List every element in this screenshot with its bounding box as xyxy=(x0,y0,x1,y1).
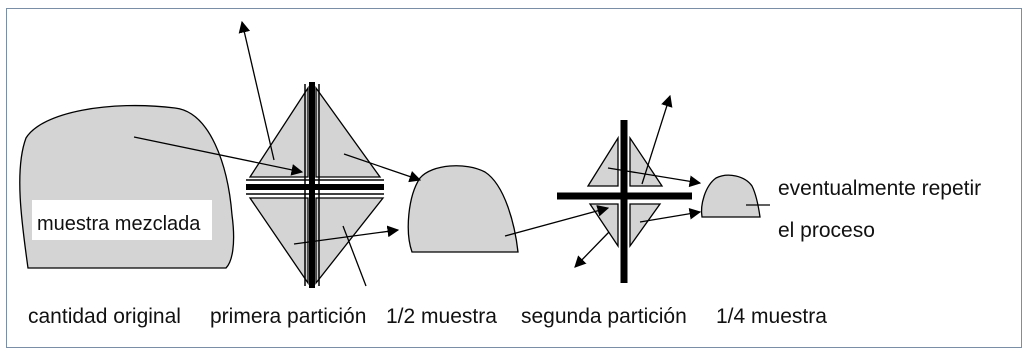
caption-repeat-line1: eventualmente repetir xyxy=(778,177,981,200)
arrow-sample-to-partition xyxy=(133,136,304,176)
mixed-sample-label-box xyxy=(32,200,212,240)
arrow-lower-to-quarter xyxy=(639,207,702,223)
caption-first-partition: primera partición xyxy=(210,305,366,328)
caption-original-amount: cantidad original xyxy=(28,305,181,328)
caption-quarter-sample: 1/4 muestra xyxy=(716,305,827,328)
original-sample-pile xyxy=(19,104,235,269)
first-partition-cross xyxy=(246,82,384,288)
quarter-sample-pile xyxy=(700,174,761,218)
half-sample-pile xyxy=(407,165,519,253)
arrow-lower-quarter xyxy=(293,225,400,245)
arrow-discard-up-1 xyxy=(238,20,275,161)
arrow-discard-down-2 xyxy=(574,231,610,268)
second-partition-cross xyxy=(557,120,692,283)
arrow-second-to-quarter xyxy=(607,167,702,188)
caption-second-partition: segunda partición xyxy=(521,305,687,328)
arrow-partition-to-half xyxy=(343,153,422,183)
caption-half-sample: 1/2 muestra xyxy=(386,305,497,328)
arrow-half-to-second xyxy=(504,205,610,237)
caption-repeat-line2: el proceso xyxy=(778,219,875,242)
flow-arrows xyxy=(133,20,702,287)
mixed-sample-label: muestra mezclada xyxy=(37,213,201,235)
arrow-discard-down-1 xyxy=(342,225,367,287)
diagram-frame xyxy=(6,8,1022,348)
arrow-discard-up-2 xyxy=(641,94,673,185)
